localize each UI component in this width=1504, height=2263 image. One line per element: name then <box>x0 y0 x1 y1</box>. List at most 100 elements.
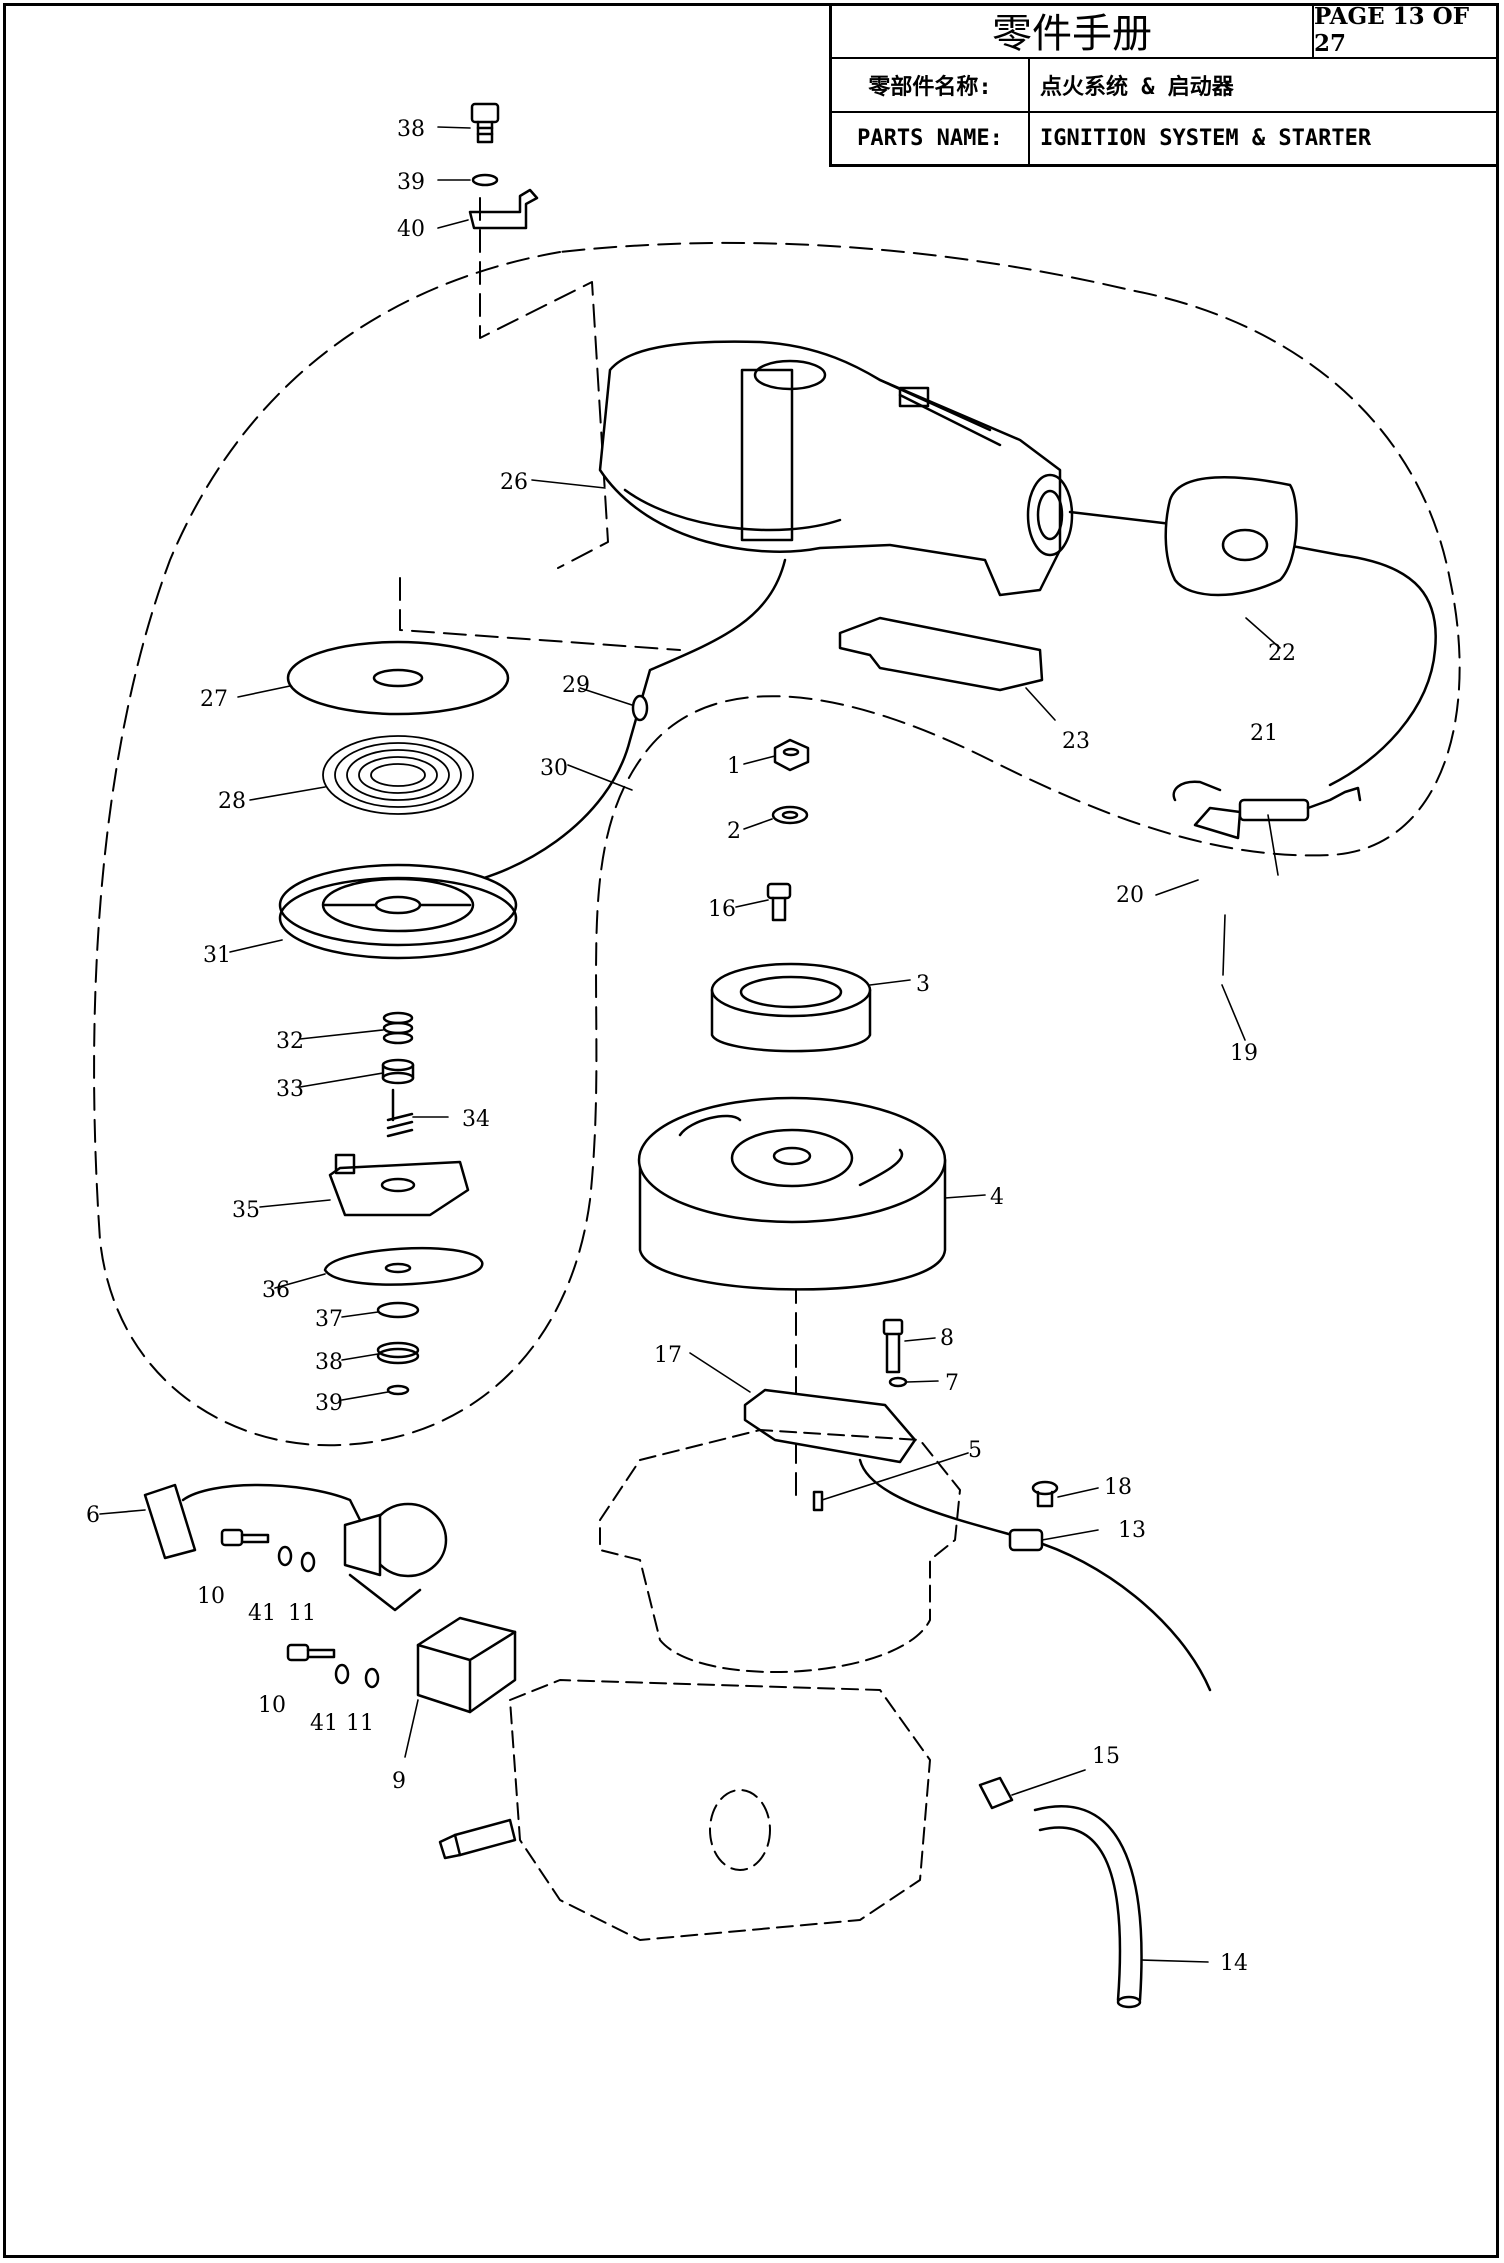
callout-39: 39 <box>397 170 425 195</box>
callout-30: 32 <box>276 1029 304 1054</box>
part-3-starter-cup <box>710 962 872 1053</box>
callout-4: 4 <box>990 1185 1004 1210</box>
callout-18: 18 <box>1104 1475 1132 1500</box>
part-11-washer-lower <box>364 1667 380 1689</box>
callout-16: 16 <box>708 897 736 922</box>
part-22-starter-handle <box>1164 476 1298 597</box>
part-29-rope-pulley <box>278 863 518 960</box>
part-14-hose <box>1033 1805 1143 2009</box>
callout-9: 9 <box>392 1769 406 1794</box>
part-4-flywheel <box>637 1096 947 1291</box>
callout-37: 39 <box>315 1391 343 1416</box>
part-17-ignition-module <box>743 1388 917 1464</box>
callout-11a: 11 <box>288 1601 316 1626</box>
callout-35: 37 <box>315 1307 343 1332</box>
part-28-starter-rope <box>428 558 787 892</box>
part-10-bolt <box>220 1528 270 1547</box>
callout-29: 31 <box>203 943 231 968</box>
part-25-plate <box>286 640 510 716</box>
parts-name-cn-value: 点火系统 & 启动器 <box>1040 75 1234 100</box>
part-16-bolt <box>766 882 792 922</box>
callout-28: 30 <box>540 756 568 781</box>
part-6-spark-plug-cap <box>143 1483 362 1560</box>
callout-31: 33 <box>276 1077 304 1102</box>
part-36-spring <box>376 1341 420 1365</box>
part-38-bolt <box>470 102 500 144</box>
part-23-guide-plate <box>838 616 1044 692</box>
part-1-nut <box>773 738 810 772</box>
callout-36: 38 <box>315 1350 343 1375</box>
part-20-21-stop-switch <box>1172 780 1362 840</box>
callout-24: 26 <box>500 470 528 495</box>
callout-1: 1 <box>727 754 741 779</box>
parts-name-cn-label: 零部件名称: <box>832 59 1030 111</box>
callout-15: 15 <box>1092 1744 1120 1769</box>
title-row: 零件手册 PAGE 13 OF 27 <box>832 3 1499 59</box>
callout-5: 5 <box>968 1438 982 1463</box>
part-2-washer <box>771 805 809 825</box>
part-40-bracket <box>468 188 539 230</box>
callout-19: 19 <box>1230 1041 1258 1066</box>
part-5-key <box>812 1490 824 1512</box>
part-15-fitting <box>978 1776 1014 1810</box>
callout-23: 23 <box>1062 729 1090 754</box>
part-24-starter-housing <box>598 340 1074 597</box>
part-9-cdi-unit <box>416 1616 517 1714</box>
part-37-clip <box>386 1384 410 1396</box>
part-7-washer <box>888 1376 908 1388</box>
callout-leader-lines <box>99 126 1281 1963</box>
part-30-spring <box>382 1011 414 1045</box>
engine-block-outline <box>509 1429 961 1941</box>
drawing-border <box>3 3 1499 2258</box>
ignition-coil <box>343 1502 448 1612</box>
callout-17: 17 <box>654 1343 682 1368</box>
part-27-rope-guide <box>631 694 649 722</box>
callout-20: 20 <box>1116 883 1144 908</box>
part-41-washer-lower <box>334 1663 350 1685</box>
part-35-washer <box>376 1301 420 1319</box>
part-11-washer <box>300 1551 316 1573</box>
callout-22: 22 <box>1268 641 1296 666</box>
parts-name-en-value: IGNITION SYSTEM & STARTER <box>1040 126 1372 151</box>
callout-40: 40 <box>397 217 425 242</box>
part-34-friction-plate <box>323 1246 484 1286</box>
callout-10b: 10 <box>258 1693 286 1718</box>
callout-labels: 38 39 40 26 27 28 29 30 31 32 33 34 35 3… <box>86 117 1296 1976</box>
part-26-spiral-spring <box>322 735 474 815</box>
manual-title: 零件手册 <box>832 3 1314 57</box>
starter-rope <box>1068 510 1437 787</box>
callout-10a: 10 <box>197 1584 225 1609</box>
parts-name-en-label: PARTS NAME: <box>832 113 1030 164</box>
callout-26: 28 <box>218 789 246 814</box>
callout-6: 6 <box>86 1503 100 1528</box>
callout-34: 36 <box>262 1278 290 1303</box>
module-wire <box>858 1458 1212 1692</box>
part-13-wire-clip <box>1008 1528 1044 1552</box>
callout-38: 38 <box>397 117 425 142</box>
callout-14: 14 <box>1220 1951 1248 1976</box>
callout-7: 7 <box>945 1371 959 1396</box>
callout-3: 3 <box>916 972 930 997</box>
part-31-collar <box>381 1058 415 1085</box>
callout-33: 35 <box>232 1198 260 1223</box>
part-8-bolt <box>882 1318 904 1374</box>
callout-11b: 11 <box>346 1711 374 1736</box>
part-39-washer <box>471 173 499 187</box>
part-10-bolt-lower <box>286 1643 336 1662</box>
callout-25: 27 <box>200 687 228 712</box>
callout-27: 29 <box>562 673 590 698</box>
title-block: 零件手册 PAGE 13 OF 27 零部件名称: 点火系统 & 启动器 PAR… <box>829 3 1499 167</box>
part-32-spring <box>386 1088 414 1138</box>
callout-8: 8 <box>940 1326 954 1351</box>
part-41-washer <box>277 1545 293 1567</box>
callout-41b: 41 <box>310 1711 338 1736</box>
spark-plug <box>438 1818 517 1860</box>
part-18-screw <box>1031 1480 1059 1508</box>
part-33-ratchet <box>328 1153 470 1217</box>
callout-41a: 41 <box>248 1601 276 1626</box>
parts-name-cn-row: 零部件名称: 点火系统 & 启动器 <box>832 59 1499 113</box>
parts-name-en-row: PARTS NAME: IGNITION SYSTEM & STARTER <box>832 113 1499 164</box>
page-number: PAGE 13 OF 27 <box>1314 3 1470 57</box>
callout-2: 2 <box>727 819 741 844</box>
